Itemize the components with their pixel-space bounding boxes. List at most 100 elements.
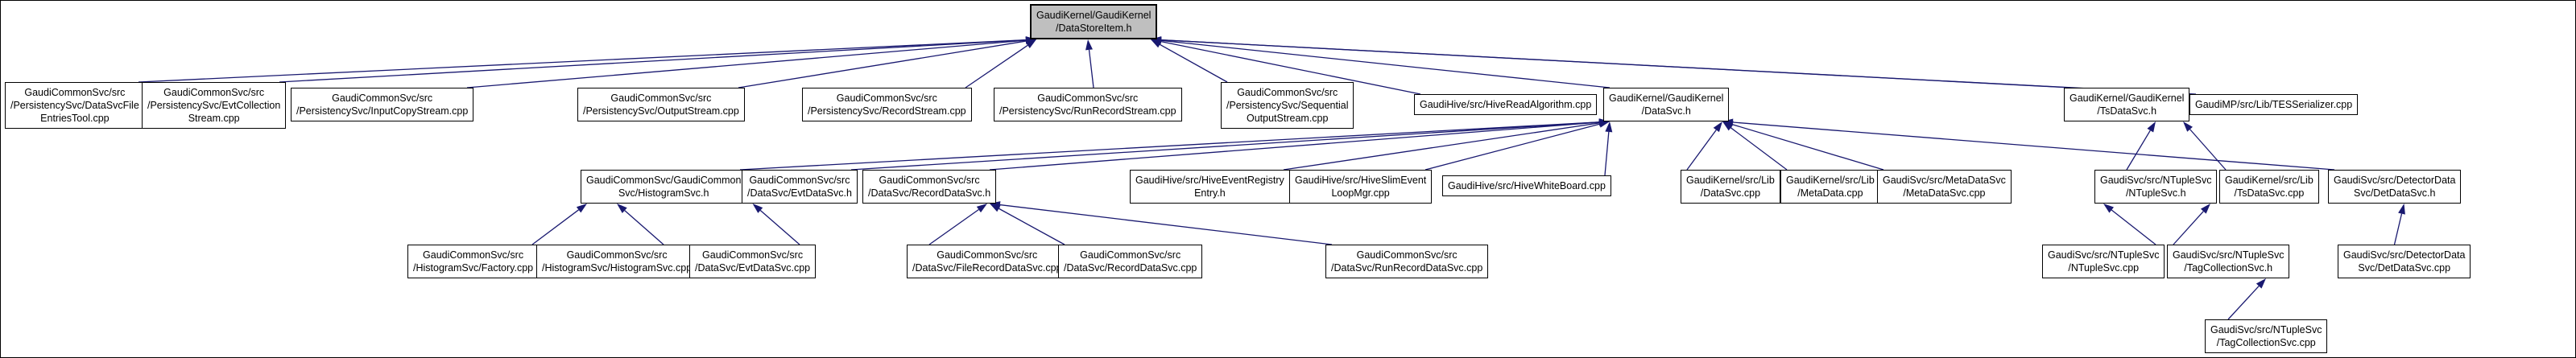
node-label-line: /NTupleSvc.cpp [2068, 262, 2140, 274]
node-runrecorddatasvc-cpp[interactable]: GaudiCommonSvc/src/DataSvc/RunRecordData… [1325, 245, 1489, 278]
graph-arrowhead [576, 204, 587, 213]
graph-edge-n8-root [1160, 40, 1421, 95]
graph-edge-n31-n21 [2173, 211, 2204, 245]
node-sequentialoutputstream-cpp[interactable]: GaudiCommonSvc/src/PersistencySvc/Sequen… [1221, 82, 1354, 129]
node-gaudikernel-datastoreitem-h: GaudiKernel/GaudiKernel/DataStoreItem.h [1030, 4, 1158, 39]
graph-edge-n22-n10 [2189, 129, 2227, 171]
graph-edge-n2-root [279, 39, 1027, 83]
node-label-line: EntriesTool.cpp [40, 113, 110, 124]
node-label-line: GaudiCommonSvc/src [749, 175, 850, 186]
node-label-line: /PersistencySvc/EvtCollection [147, 100, 281, 111]
node-label-line: /TagCollectionSvc.h [2184, 262, 2273, 274]
node-tagcollectionsvc-h[interactable]: GaudiSvc/src/NTupleSvc/TagCollectionSvc.… [2167, 245, 2290, 278]
node-label-line: GaudiCommonSvc/src [163, 87, 265, 98]
node-label-line: GaudiCommonSvc/src [1237, 87, 1338, 98]
graph-edge-n15-n9 [1283, 122, 1600, 171]
node-recorddatasvc-cpp[interactable]: GaudiCommonSvc/src/DataSvc/RecordDataSvc… [1058, 245, 1203, 278]
graph-edge-n13-n9 [850, 121, 1600, 171]
graph-edge-n1-root [138, 39, 1027, 83]
node-label-line: /PersistencySvc/RunRecordStream.cpp [999, 105, 1176, 117]
node-label-line: /MetaData.cpp [1797, 187, 1863, 199]
graph-edge-n23-n9 [1732, 121, 2335, 171]
node-label-line: /DataSvc.cpp [1700, 187, 1761, 199]
node-evtcollectionstream-cpp[interactable]: GaudiCommonSvc/src/PersistencySvc/EvtCol… [142, 82, 287, 129]
node-label-line: GaudiMP/src/Lib/TESSerializer.cpp [2195, 99, 2353, 110]
node-histogramsvc-factory-cpp[interactable]: GaudiCommonSvc/src/HistogramSvc/Factory.… [407, 245, 540, 278]
node-evtdatasvc-h[interactable]: GaudiCommonSvc/src/DataSvc/EvtDataSvc.h [742, 170, 858, 204]
graph-arrowhead [1025, 39, 1036, 49]
graph-edge-n33-n31 [2227, 286, 2260, 320]
graph-edge-n5-root [965, 44, 1028, 88]
node-label-line: GaudiCommonSvc/src [24, 87, 126, 98]
node-gaudikernel-tsdatasvc-h[interactable]: GaudiKernel/GaudiKernel/TsDataSvc.h [2064, 88, 2190, 121]
node-gaudikernel-datasvc-h[interactable]: GaudiKernel/GaudiKernel/DataSvc.h [1603, 88, 1730, 121]
graph-edge-n11-root [1160, 39, 2197, 95]
node-label-line: GaudiCommonSvc/src [937, 249, 1038, 261]
node-ntuplesvc-h[interactable]: GaudiSvc/src/NTupleSvc/NTupleSvc.h [2094, 170, 2218, 204]
node-label-line: /TagCollectionSvc.cpp [2216, 337, 2316, 348]
node-label-line: /PersistencySvc/InputCopyStream.cpp [296, 105, 469, 117]
node-label-line: GaudiCommonSvc/src [1356, 249, 1458, 261]
node-label-line: GaudiCommonSvc/src [1037, 93, 1139, 104]
node-label-line: GaudiKernel/GaudiKernel [1609, 93, 1724, 104]
node-lib-metadata-cpp[interactable]: GaudiKernel/src/Lib/MetaData.cpp [1780, 170, 1880, 204]
node-inputcopystream-cpp[interactable]: GaudiCommonSvc/src/PersistencySvc/InputC… [291, 88, 474, 121]
node-lib-tsdatasvc-cpp[interactable]: GaudiKernel/src/Lib/TsDataSvc.cpp [2219, 170, 2319, 204]
node-label-line: Stream.cpp [188, 113, 240, 124]
node-tesserializer-cpp[interactable]: GaudiMP/src/Lib/TESSerializer.cpp [2189, 94, 2359, 115]
graph-edge-n17-n9 [1604, 131, 1610, 176]
node-hivereadalgorithm-cpp[interactable]: GaudiHive/src/HiveReadAlgorithm.cpp [1414, 94, 1598, 115]
graph-edge-n27-n14 [928, 208, 979, 245]
node-label-line: GaudiKernel/GaudiKernel [1036, 10, 1152, 21]
node-recorddatasvc-h[interactable]: GaudiCommonSvc/src/DataSvc/RecordDataSvc… [862, 170, 997, 204]
graph-edge-n20-n9 [1732, 124, 1884, 171]
graph-edge-n16-n9 [1424, 123, 1600, 171]
graph-arrowhead [2147, 121, 2156, 133]
node-label-line: /HistogramSvc/Factory.cpp [413, 262, 534, 274]
node-recordstream-cpp[interactable]: GaudiCommonSvc/src/PersistencySvc/Record… [802, 88, 972, 121]
graph-edge-n7-root [1160, 43, 1228, 83]
node-label-line: /DataStoreItem.h [1055, 23, 1132, 34]
node-label-line: /DataSvc/RecordDataSvc.h [868, 187, 991, 199]
node-metadatasvc-cpp[interactable]: GaudiSvc/src/MetaDataSvc/MetaDataSvc.cpp [1877, 170, 2012, 204]
graph-edge-n26-n13 [759, 210, 800, 245]
node-label-line: GaudiSvc/src/NTupleSvc [2210, 324, 2322, 335]
node-ntuplesvc-cpp[interactable]: GaudiSvc/src/NTupleSvc/NTupleSvc.cpp [2042, 245, 2165, 278]
graph-arrowhead [1605, 121, 1613, 133]
node-hivewhiteboard-cpp[interactable]: GaudiHive/src/HiveWhiteBoard.cpp [1442, 175, 1611, 196]
node-datasvcfileentriestool-cpp[interactable]: GaudiCommonSvc/src/PersistencySvc/DataSv… [5, 82, 145, 129]
node-label-line: GaudiSvc/src/DetectorData [2343, 249, 2466, 261]
node-label-line: LoopMgr.cpp [1331, 187, 1390, 199]
node-label-line: /DataSvc/EvtDataSvc.h [747, 187, 852, 199]
node-outputstream-cpp[interactable]: GaudiCommonSvc/src/PersistencySvc/Output… [577, 88, 745, 121]
node-label-line: GaudiKernel/src/Lib [1686, 175, 1775, 186]
node-label-line: GaudiCommonSvc/src [836, 93, 937, 104]
graph-edge-n9-root [1160, 39, 1611, 88]
graph-arrowhead [2103, 204, 2115, 213]
graph-arrowhead [2183, 121, 2193, 132]
node-label-line: GaudiKernel/GaudiKernel [2069, 93, 2185, 104]
node-label-line: GaudiCommonSvc/GaudiCommon [586, 175, 742, 186]
node-runrecordstream-cpp[interactable]: GaudiCommonSvc/src/PersistencySvc/RunRec… [994, 88, 1182, 121]
node-label-line: GaudiCommonSvc/src [332, 93, 433, 104]
graph-edge-n29-n14 [999, 204, 1333, 245]
node-label-line: GaudiSvc/src/DetectorData [2334, 175, 2456, 186]
node-lib-datasvc-cpp[interactable]: GaudiKernel/src/Lib/DataSvc.cpp [1681, 170, 1780, 204]
graph-arrowhead [1722, 118, 1734, 126]
graph-arrowhead [1722, 121, 1734, 131]
node-evtdatasvc-cpp[interactable]: GaudiCommonSvc/src/DataSvc/EvtDataSvc.cp… [689, 245, 817, 278]
node-label-line: GaudiHive/src/HiveEventRegistry [1135, 175, 1284, 186]
graph-edge-n19-n9 [1730, 127, 1788, 171]
node-tagcollectionsvc-cpp[interactable]: GaudiSvc/src/NTupleSvc/TagCollectionSvc.… [2205, 319, 2328, 353]
graph-arrowhead [617, 204, 627, 213]
graph-edge-n30-n21 [2111, 209, 2156, 245]
node-histogramsvc-cpp[interactable]: GaudiCommonSvc/src/HistogramSvc/Histogra… [536, 245, 698, 278]
node-filerecorddatasvc-cpp[interactable]: GaudiCommonSvc/src/DataSvc/FileRecordDat… [907, 245, 1068, 278]
node-label-line: OutputStream.cpp [1247, 113, 1329, 124]
